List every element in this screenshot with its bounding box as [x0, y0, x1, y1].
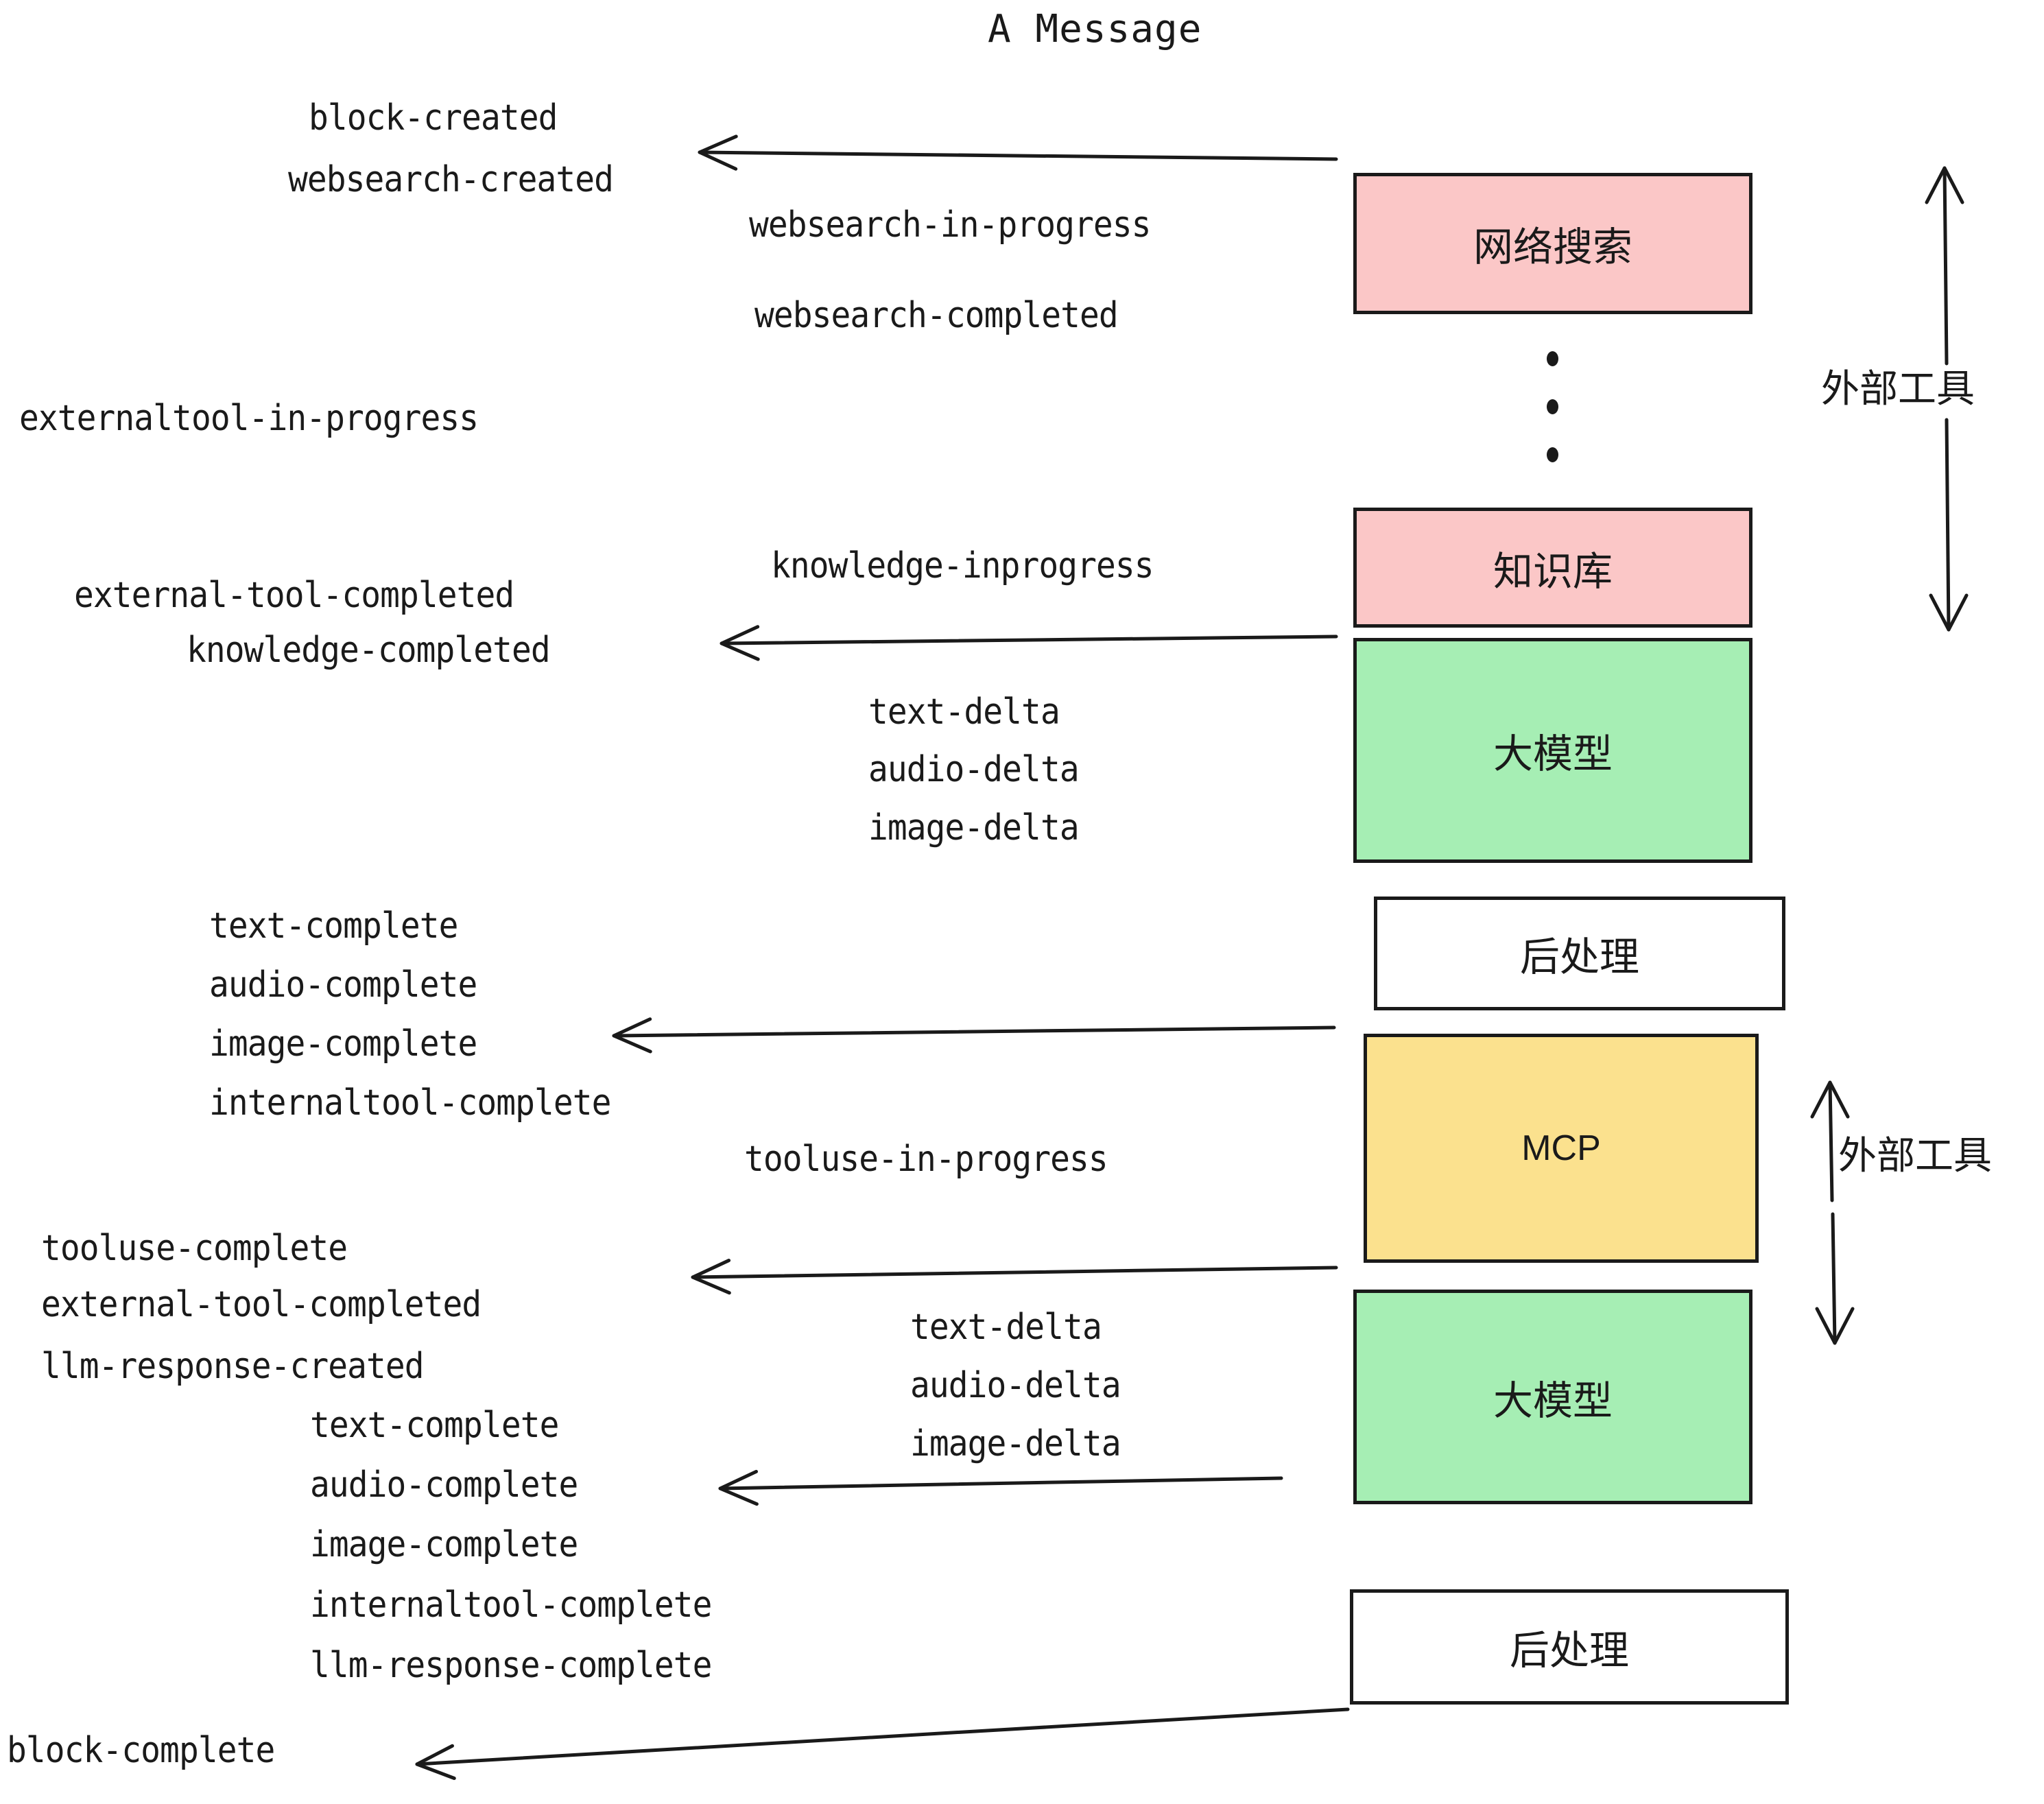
event-label-audio-delta-1: audio-delta: [868, 749, 1080, 790]
event-label-llm-response-complete: llm-response-complete: [310, 1645, 712, 1686]
external-tools-arrow-bot-down-head: [1815, 1307, 1855, 1345]
arrow-block-complete: [415, 1707, 1350, 1780]
external-tools-arrow-top-up-shaft: [1942, 166, 1949, 366]
external-tools-arrow-top-up-head: [1925, 166, 1964, 204]
ellipsis-dot-icon: [1547, 447, 1558, 462]
node-box-label: 大模型: [1493, 1377, 1613, 1424]
event-label-text-complete-2: text-complete: [310, 1405, 559, 1446]
node-box-label: 后处理: [1519, 934, 1639, 980]
external-tools-arrow-top-up: [1925, 166, 1964, 366]
node-box-post-2[interactable]: 后处理: [1350, 1589, 1789, 1705]
external-tools-arrow-top-down-shaft: [1945, 418, 1951, 632]
external-tools-arrow-bot-down-shaft: [1831, 1212, 1837, 1345]
event-label-image-delta-2: image-delta: [910, 1423, 1121, 1464]
arrow-audio-complete: [718, 1469, 1283, 1506]
external-tools-arrow-bot-up-shaft: [1828, 1080, 1834, 1202]
event-label-image-complete-2: image-complete: [310, 1524, 578, 1565]
arrow-block-created-shaft: [698, 150, 1338, 161]
event-label-llm-response-created: llm-response-created: [41, 1346, 425, 1387]
arrow-tooluse-complete-shaft: [691, 1266, 1338, 1279]
node-box-label: 知识库: [1493, 547, 1613, 595]
node-box-knowledge[interactable]: 知识库: [1353, 508, 1752, 628]
event-label-externaltool-in-progress: externaltool-in-progress: [19, 398, 479, 439]
node-box-label: MCP: [1521, 1128, 1601, 1168]
arrow-tooluse-complete-head: [691, 1259, 731, 1295]
node-box-llm-2[interactable]: 大模型: [1353, 1290, 1752, 1504]
event-label-internaltool-complete-2: internaltool-complete: [310, 1585, 712, 1626]
node-box-llm-1[interactable]: 大模型: [1353, 638, 1752, 863]
event-label-audio-complete-1: audio-complete: [209, 964, 477, 1006]
event-label-external-tool-completed-2: external-tool-completed: [41, 1284, 482, 1325]
arrow-image-complete-head: [612, 1017, 652, 1054]
side-label-external-tools-bottom: 外部工具: [1838, 1134, 1992, 1178]
event-label-knowledge-completed: knowledge-completed: [187, 630, 551, 671]
event-label-block-created: block-created: [309, 97, 558, 139]
event-label-block-complete: block-complete: [7, 1730, 275, 1771]
arrow-image-complete-shaft: [612, 1025, 1336, 1038]
event-label-tooluse-complete: tooluse-complete: [41, 1228, 348, 1269]
event-label-audio-delta-2: audio-delta: [910, 1365, 1121, 1406]
external-tools-arrow-top-down: [1929, 418, 1969, 632]
arrow-block-created-head: [698, 134, 738, 171]
event-label-image-delta-1: image-delta: [868, 807, 1080, 848]
side-label-external-tools-top: 外部工具: [1821, 367, 1975, 412]
event-label-text-delta-2: text-delta: [910, 1307, 1102, 1348]
node-box-websearch[interactable]: 网络搜索: [1353, 173, 1752, 314]
external-tools-arrow-bot-down: [1815, 1212, 1855, 1345]
arrow-knowledge-completed-head: [720, 625, 760, 661]
arrow-block-created: [698, 134, 1338, 171]
arrow-knowledge-completed: [720, 625, 1338, 661]
event-label-image-complete-1: image-complete: [209, 1023, 477, 1065]
arrow-tooluse-complete: [691, 1259, 1338, 1295]
page-title: A Message: [988, 7, 1202, 51]
event-label-audio-complete-2: audio-complete: [310, 1464, 578, 1506]
node-box-mcp[interactable]: MCP: [1364, 1034, 1759, 1263]
event-label-text-delta-1: text-delta: [868, 691, 1060, 733]
arrow-audio-complete-shaft: [718, 1476, 1283, 1491]
arrow-image-complete: [612, 1017, 1336, 1054]
ellipsis-dot-icon: [1547, 399, 1558, 414]
event-label-websearch-in-progress: websearch-in-progress: [749, 204, 1151, 246]
event-label-knowledge-inprogress: knowledge-inprogress: [771, 545, 1154, 586]
event-label-text-complete-1: text-complete: [209, 905, 458, 947]
event-label-tooluse-in-progress: tooluse-in-progress: [744, 1139, 1108, 1180]
arrow-knowledge-completed-shaft: [720, 634, 1338, 645]
event-label-websearch-completed: websearch-completed: [754, 295, 1119, 336]
node-box-label: 大模型: [1493, 731, 1613, 777]
external-tools-arrow-bot-up-head: [1810, 1080, 1850, 1119]
external-tools-arrow-top-down-head: [1929, 593, 1969, 632]
event-label-internaltool-complete-1: internaltool-complete: [209, 1082, 611, 1124]
event-label-websearch-created: websearch-created: [288, 159, 614, 200]
node-box-label: 后处理: [1509, 1627, 1629, 1674]
arrow-audio-complete-head: [718, 1469, 759, 1506]
event-label-external-tool-completed-1: external-tool-completed: [74, 575, 514, 616]
ellipsis-dot-icon: [1547, 351, 1558, 366]
node-box-post-1[interactable]: 后处理: [1374, 897, 1785, 1010]
node-box-label: 网络搜索: [1473, 224, 1632, 270]
arrow-block-complete-head: [415, 1744, 456, 1780]
arrow-block-complete-shaft: [415, 1707, 1350, 1766]
